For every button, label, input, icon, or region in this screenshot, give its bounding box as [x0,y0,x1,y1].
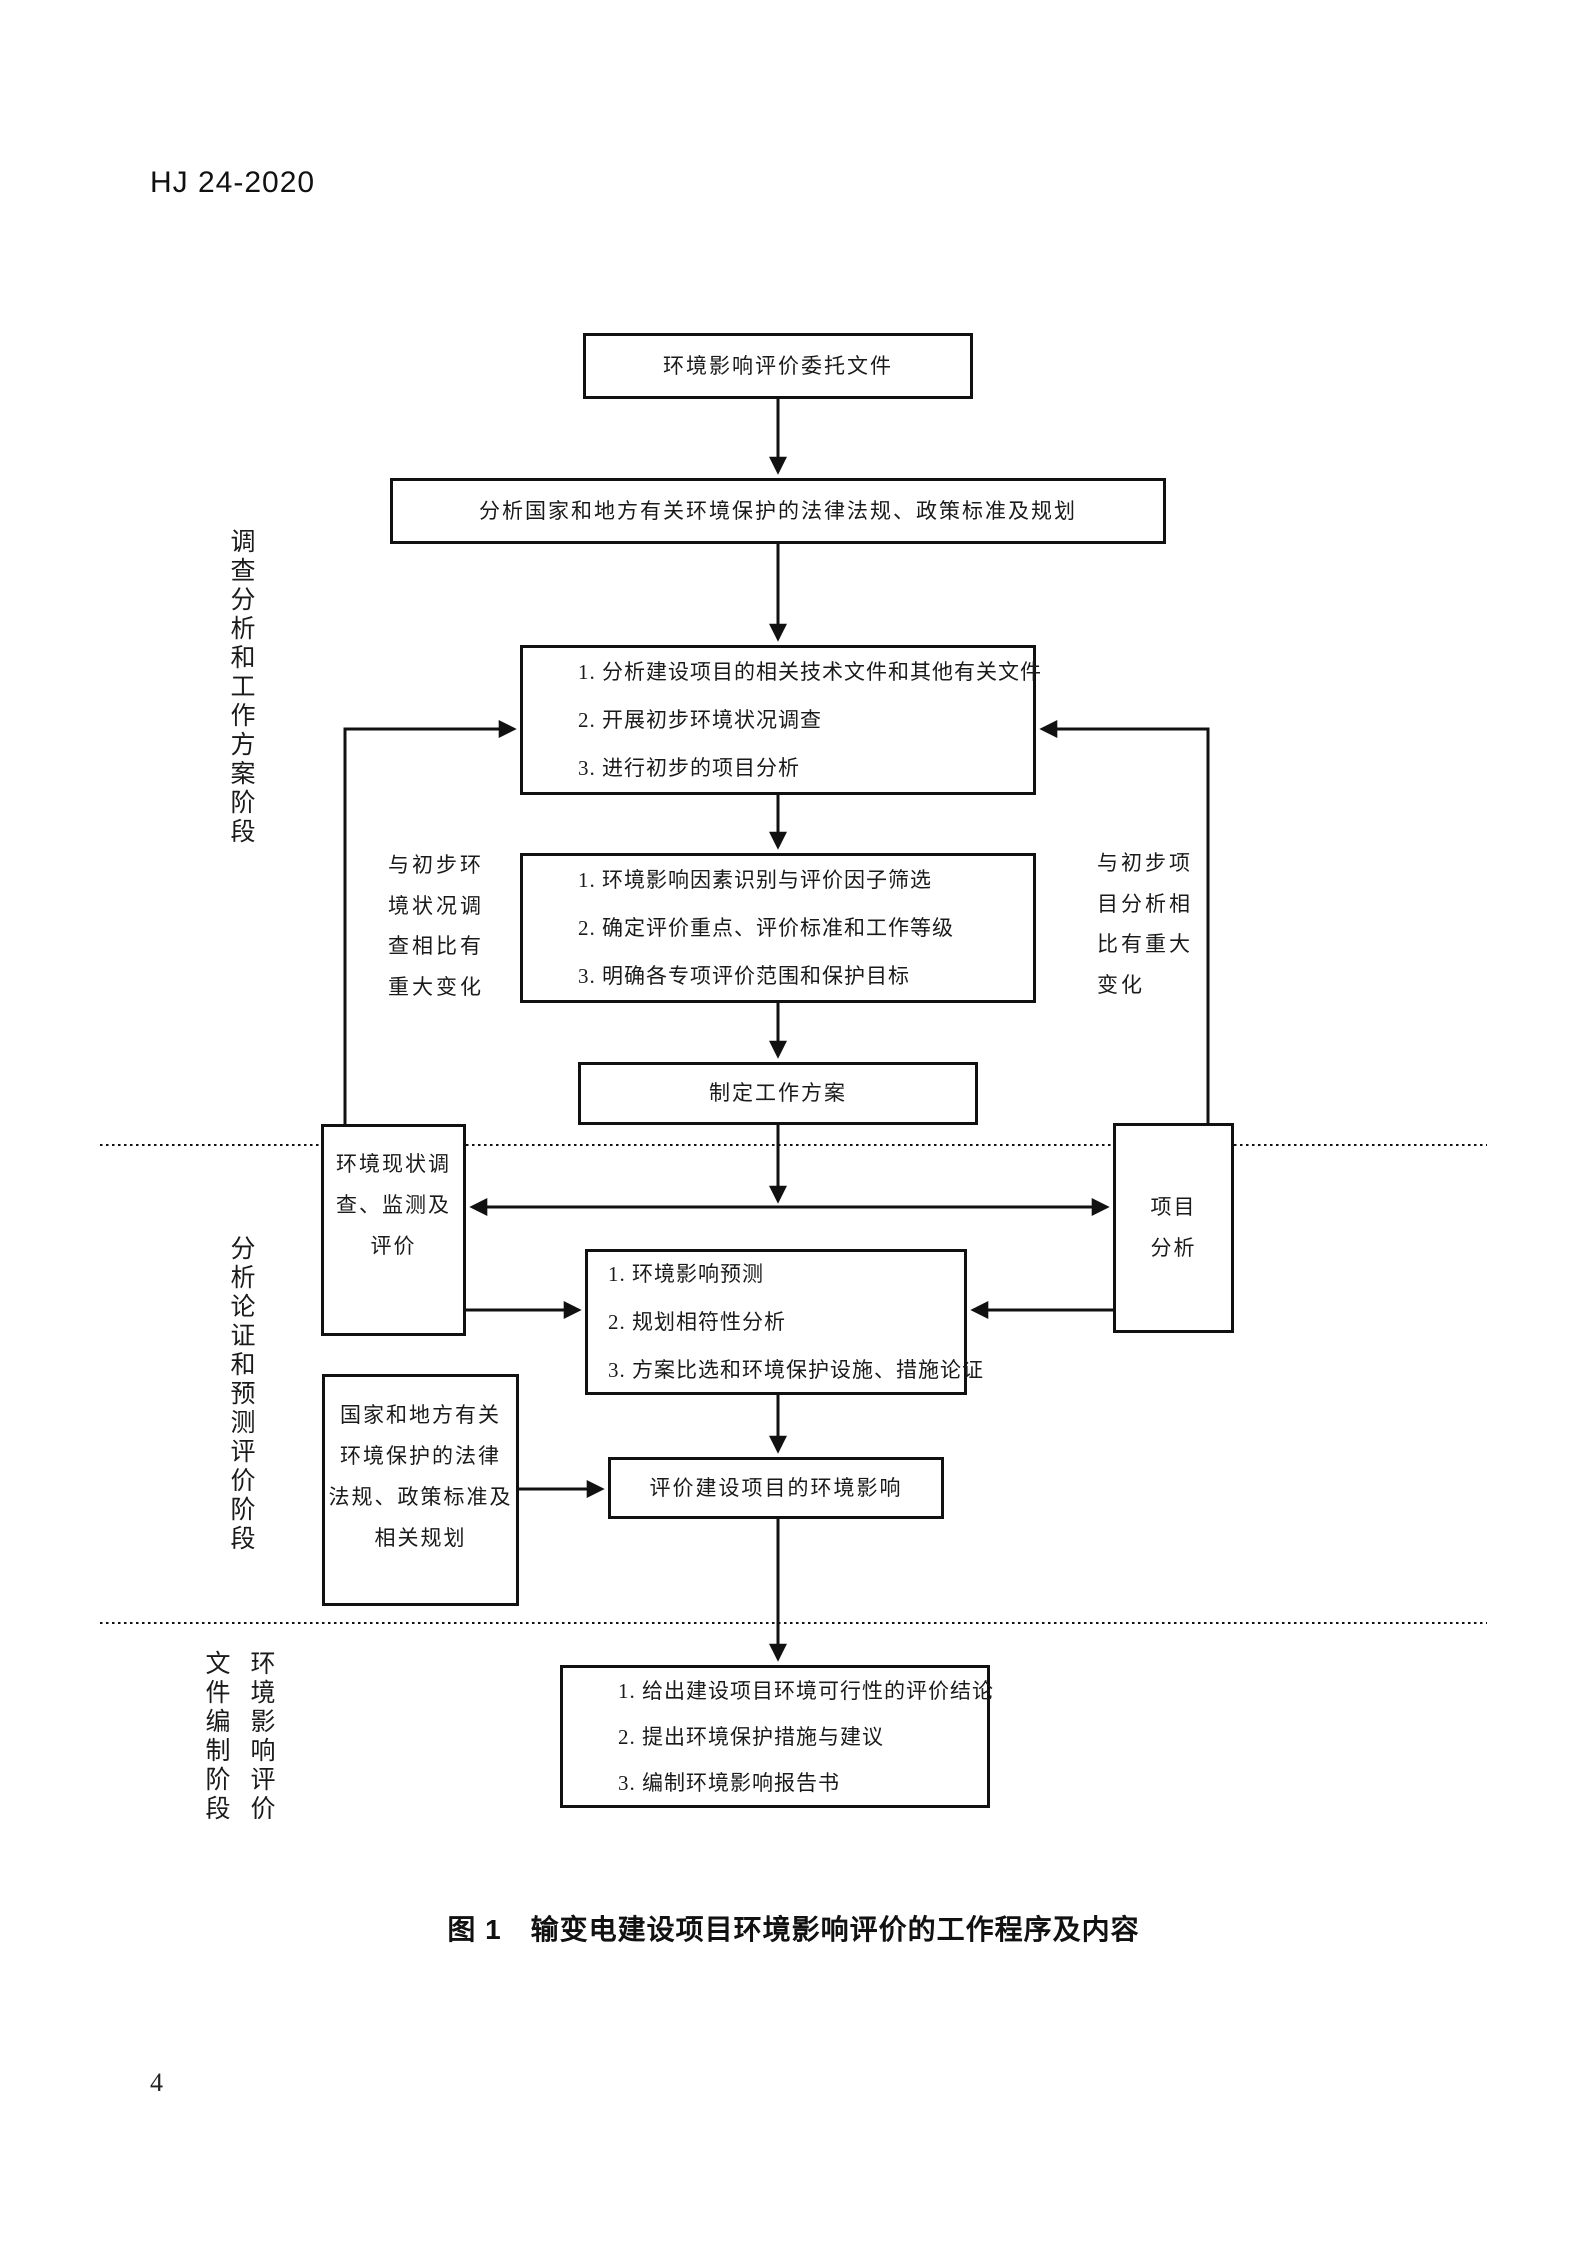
note-line: 与初步项 [1097,851,1193,875]
list-item: 3. 方案比选和环境保护设施、措施论证 [608,1358,984,1382]
box-conclusions: 1. 给出建设项目环境可行性的评价结论 2. 提出环境保护措施与建议 3. 编制… [560,1665,994,1808]
stage-label-analysis-prediction: 分析论证和预测评价阶段 [227,1235,254,1554]
list-item: 环境保护的法律 [340,1444,501,1468]
list-item: 2. 规划相符性分析 [608,1310,786,1334]
list-item: 法规、政策标准及 [328,1485,513,1509]
page-number: 4 [150,2068,163,2097]
list-item: 1. 分析建设项目的相关技术文件和其他有关文件 [578,660,1042,684]
box-analyze-laws-text: 分析国家和地方有关环境保护的法律法规、政策标准及规划 [479,498,1077,523]
note-right-feedback: 与初步项 目分析相 比有重大 变化 [1097,843,1193,1005]
figure-caption: 图 1 输变电建设项目环境影响评价的工作程序及内容 [447,1914,1140,1945]
stage-label-eia-document: 环境影响评价 [247,1650,274,1824]
list-item: 项目 [1150,1195,1197,1219]
list-item: 评价 [370,1234,417,1258]
stage-label-survey-plan: 调查分析和工作方案阶段 [227,528,254,847]
list-item: 1. 给出建设项目环境可行性的评价结论 [618,1678,994,1703]
note-line: 比有重大 [1097,932,1193,956]
box-preliminary-work: 1. 分析建设项目的相关技术文件和其他有关文件 2. 开展初步环境状况调查 3.… [520,645,1042,795]
note-line: 境状况调 [388,893,484,918]
list-item: 1. 环境影响预测 [608,1262,764,1286]
list-item: 3. 明确各专项评价范围和保护目标 [578,964,910,988]
stage-label-document-stage: 文件编制阶段 [202,1650,229,1824]
box-evaluate-text: 评价建设项目的环境影响 [649,1475,903,1500]
list-item: 3. 编制环境影响报告书 [618,1770,840,1795]
list-item: 国家和地方有关 [340,1403,501,1427]
note-left-feedback: 与初步环 境状况调 查相比有 重大变化 [388,845,484,1007]
list-item: 3. 进行初步的项目分析 [578,756,800,780]
box-work-plan-text: 制定工作方案 [709,1081,847,1106]
note-line: 与初步环 [388,853,484,877]
box-impact-prediction: 1. 环境影响预测 2. 规划相符性分析 3. 方案比选和环境保护设施、措施论证 [585,1249,984,1395]
list-item: 2. 开展初步环境状况调查 [578,708,822,732]
document-code: HJ 24-2020 [150,166,316,199]
box-factor-screening: 1. 环境影响因素识别与评价因子筛选 2. 确定评价重点、评价标准和工作等级 3… [520,853,1036,1003]
list-item: 环境现状调 [336,1152,451,1176]
note-line: 重大变化 [388,974,484,999]
note-line: 变化 [1097,972,1145,997]
list-item: 1. 环境影响因素识别与评价因子筛选 [578,868,932,892]
box-evaluate-impact: 评价建设项目的环境影响 [608,1457,944,1519]
box-entrust-text: 环境影响评价委托文件 [663,353,893,378]
note-line: 目分析相 [1097,891,1193,916]
list-item: 2. 确定评价重点、评价标准和工作等级 [578,916,954,940]
box-entrust-document: 环境影响评价委托文件 [583,333,973,399]
box-laws-regulations: 国家和地方有关 环境保护的法律 法规、政策标准及 相关规划 [322,1374,519,1606]
box-work-plan: 制定工作方案 [578,1062,978,1125]
list-item: 2. 提出环境保护措施与建议 [618,1724,884,1749]
list-item: 查、监测及 [336,1193,451,1217]
note-line: 查相比有 [388,934,484,958]
box-analyze-laws: 分析国家和地方有关环境保护的法律法规、政策标准及规划 [390,478,1166,544]
list-item: 相关规划 [374,1526,467,1550]
box-status-survey: 环境现状调 查、监测及 评价 [321,1124,466,1336]
list-item: 分析 [1150,1236,1197,1260]
box-project-analysis: 项目 分析 [1113,1123,1234,1333]
